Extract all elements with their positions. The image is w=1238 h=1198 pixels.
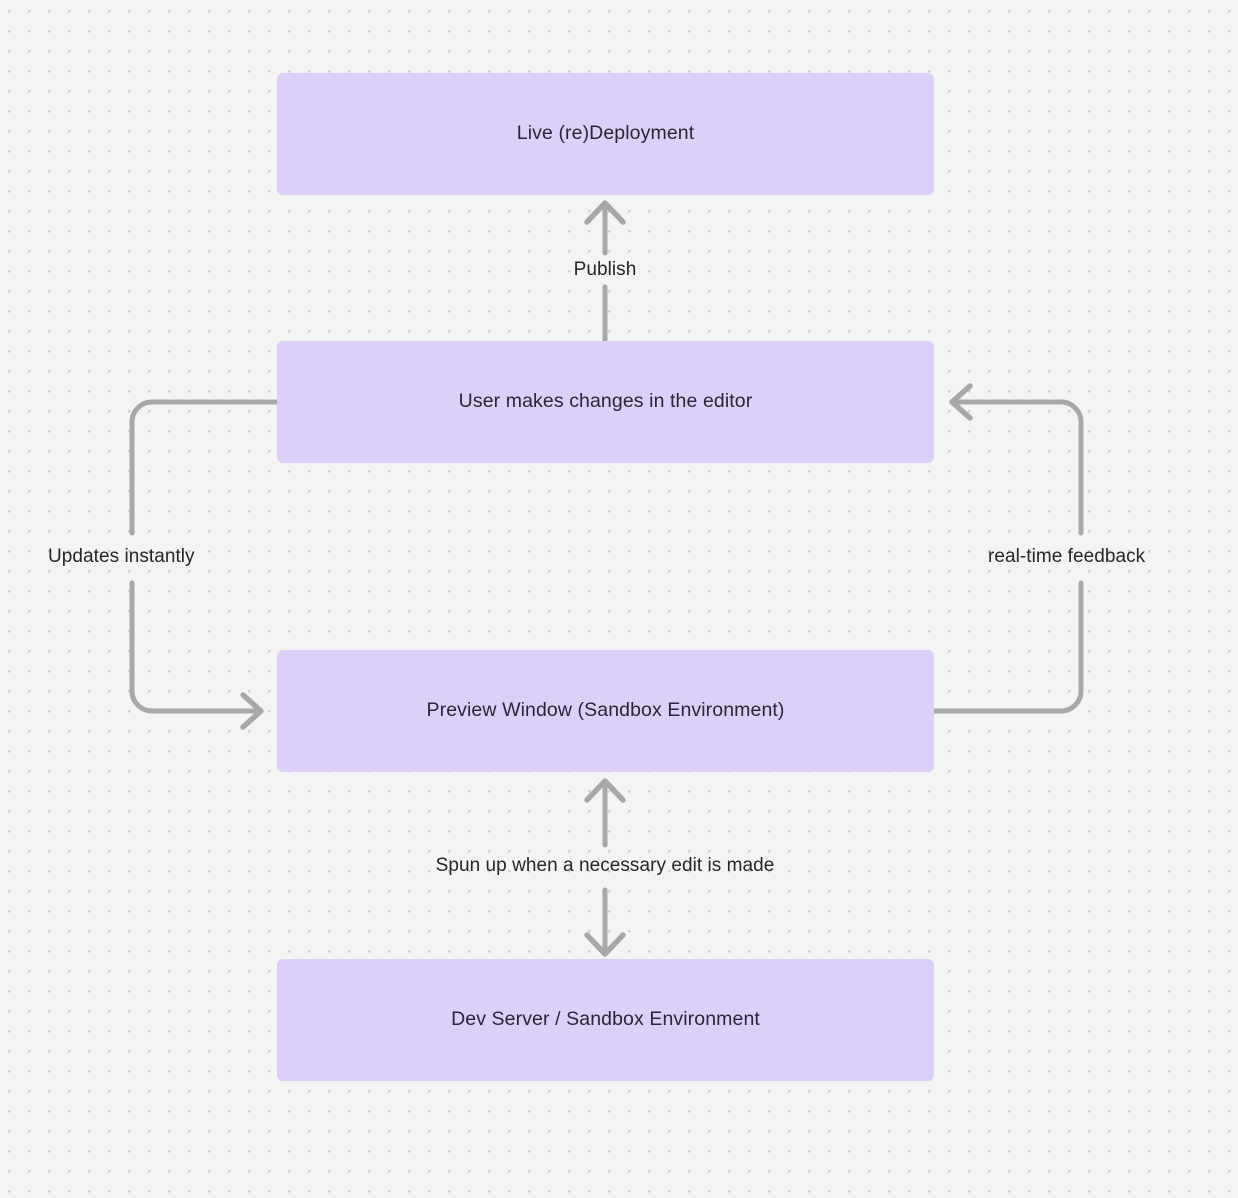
node-live-deployment-label: Live (re)Deployment	[516, 122, 695, 145]
edge-label-spun-up: Spun up when a necessary edit is made	[435, 855, 775, 876]
node-live-deployment[interactable]: Live (re)Deployment	[277, 73, 934, 195]
node-dev-server-label: Dev Server / Sandbox Environment	[451, 1008, 760, 1031]
node-user-edits[interactable]: User makes changes in the editor	[277, 341, 934, 463]
node-preview-window[interactable]: Preview Window (Sandbox Environment)	[277, 650, 934, 772]
node-preview-window-label: Preview Window (Sandbox Environment)	[426, 699, 785, 722]
node-user-edits-label: User makes changes in the editor	[458, 390, 753, 413]
node-dev-server[interactable]: Dev Server / Sandbox Environment	[277, 959, 934, 1081]
edge-label-updates-instantly: Updates instantly	[48, 546, 195, 567]
edge-label-real-time-feedback: real-time feedback	[988, 546, 1146, 567]
edge-label-publish: Publish	[573, 259, 637, 280]
